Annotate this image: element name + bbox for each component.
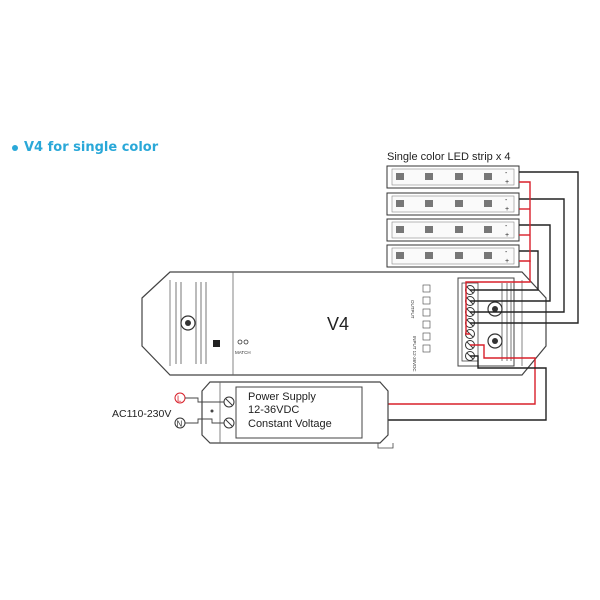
svg-text:N: N (177, 420, 183, 429)
v4-controller: MATCH V4 OUTPUT INPUT 12-36VDC (141, 271, 547, 376)
led-strip-4: - + (386, 244, 520, 268)
led-indicator-icon (237, 339, 243, 345)
svg-text:+: + (505, 206, 509, 213)
svg-text:-: - (505, 170, 508, 177)
led-strip-label: Single color LED strip x 4 (387, 151, 511, 163)
bullet-icon (12, 144, 18, 151)
svg-text:-: - (505, 223, 508, 230)
svg-text:-: - (505, 249, 508, 256)
psu-line-3: Constant Voltage (248, 418, 332, 430)
section-heading: V4 for single color (12, 140, 158, 155)
input-label: INPUT 12-36VDC (412, 336, 417, 372)
svg-text:+: + (505, 258, 509, 265)
led-strip-3: - + (386, 218, 520, 242)
svg-text:+: + (505, 232, 509, 239)
controller-name: V4 (327, 314, 349, 334)
svg-text:L: L (177, 395, 182, 404)
ac-voltage-label: AC110-230V (112, 408, 171, 420)
output-label: OUTPUT (410, 300, 415, 319)
match-button[interactable] (213, 340, 220, 347)
psu-line-1: Power Supply (248, 391, 316, 403)
match-label: MATCH (235, 350, 251, 355)
power-supply: Power Supply 12-36VDC Constant Voltage (201, 381, 394, 449)
psu-line-2: 12-36VDC (248, 404, 299, 416)
ac-input: AC110-230V L N (112, 392, 224, 429)
output-wires (372, 171, 579, 421)
svg-text:-: - (505, 197, 508, 204)
led-strip-1: - + (386, 165, 520, 189)
heading-text: V4 for single color (24, 140, 159, 155)
svg-text:+: + (505, 179, 509, 186)
led-strip-2: - + (386, 192, 520, 216)
